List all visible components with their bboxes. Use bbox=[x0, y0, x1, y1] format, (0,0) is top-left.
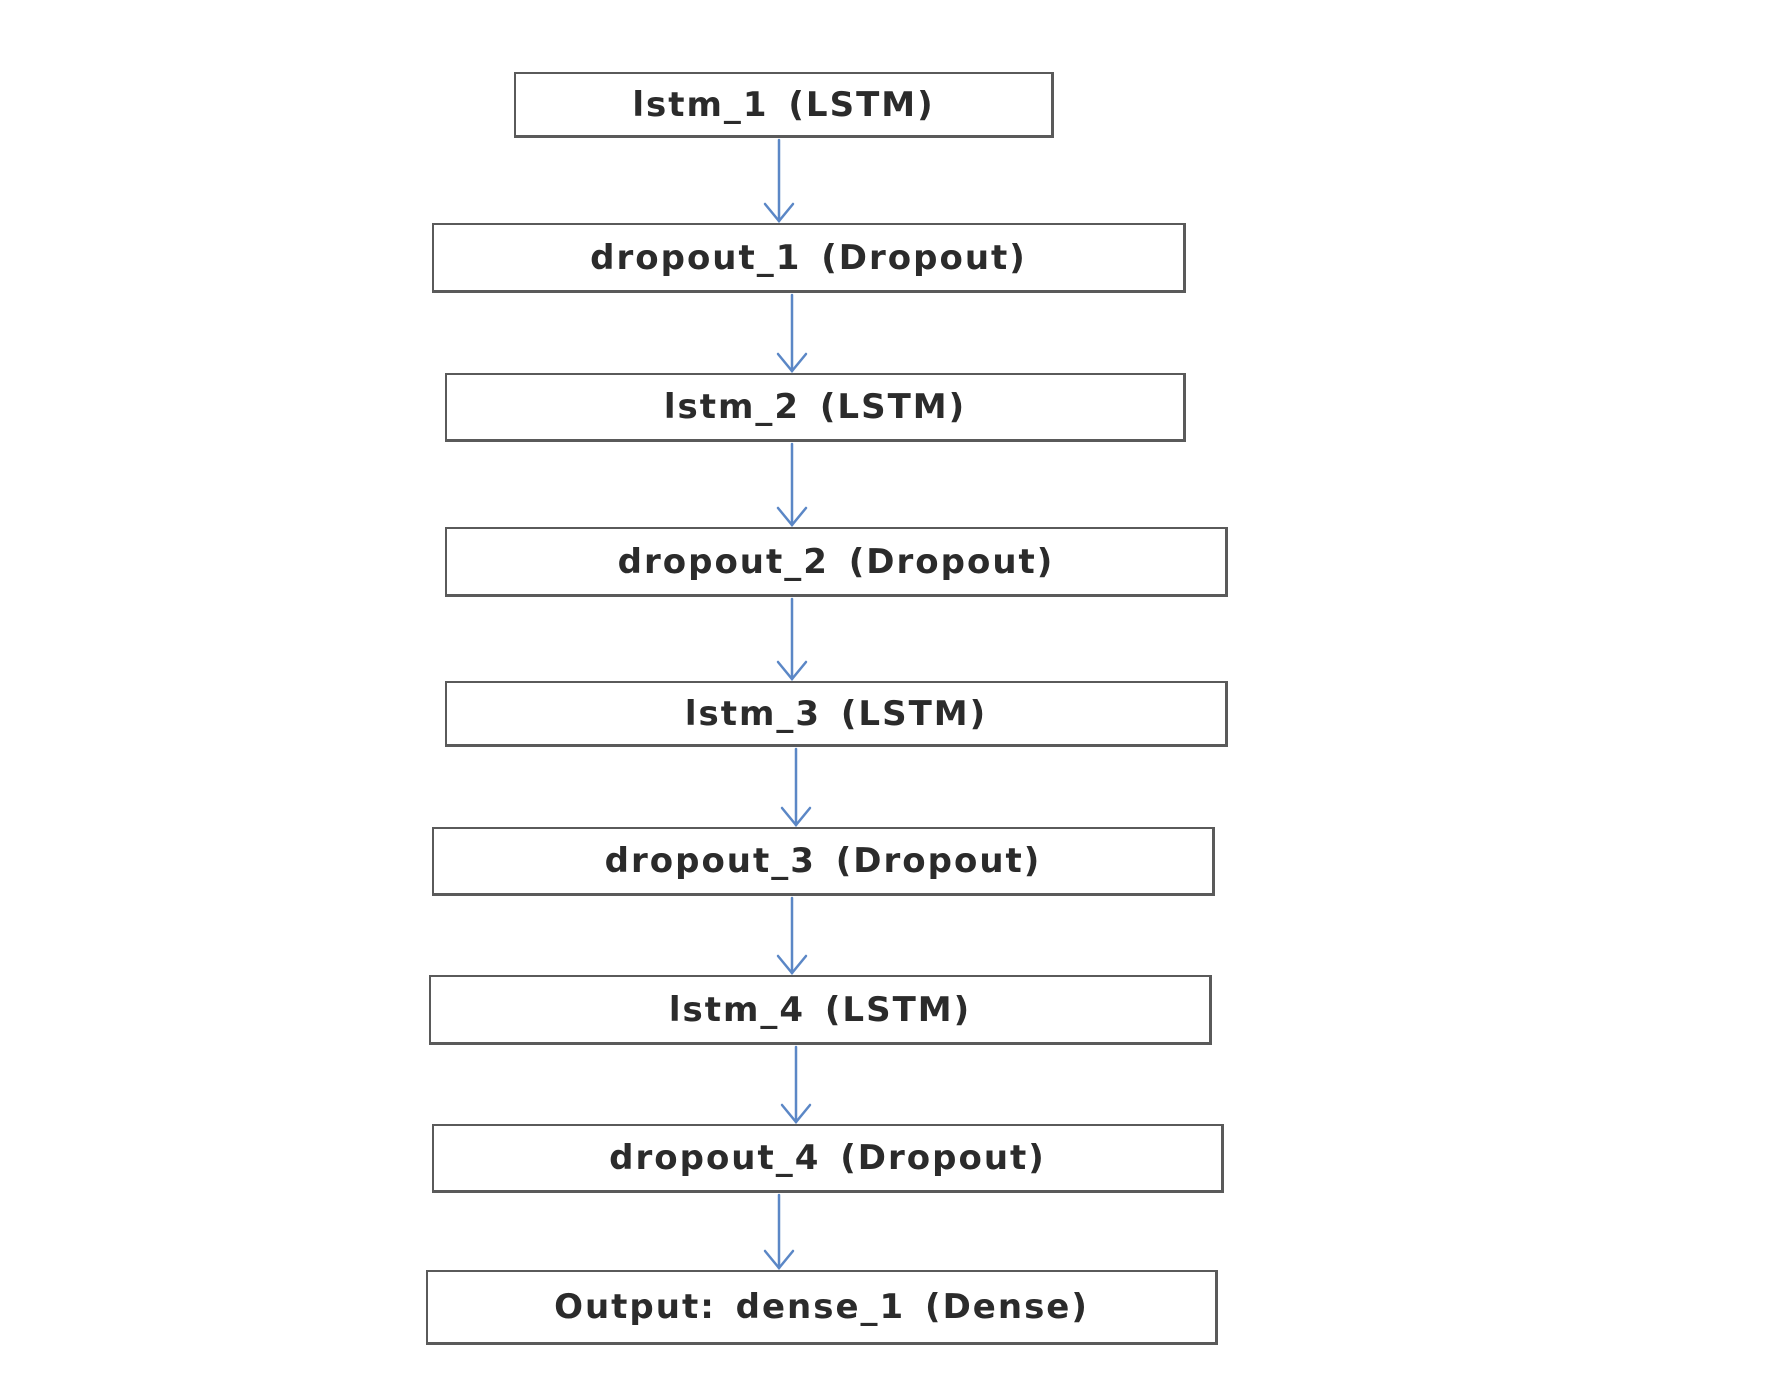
arrow-lstm3-to-dropout3 bbox=[780, 747, 812, 827]
layer-box-dropout-2: dropout_2 (Dropout) bbox=[445, 527, 1228, 597]
layer-label: dropout_4 (Dropout) bbox=[609, 1138, 1046, 1178]
layer-label: lstm_4 (LSTM) bbox=[668, 989, 972, 1030]
layer-box-lstm-4: lstm_4 (LSTM) bbox=[429, 975, 1212, 1045]
arrow-dropout3-to-lstm4 bbox=[776, 896, 808, 975]
layer-label: lstm_2 (LSTM) bbox=[663, 387, 967, 427]
arrow-dropout4-to-output bbox=[763, 1193, 795, 1270]
layer-box-dropout-1: dropout_1 (Dropout) bbox=[432, 223, 1186, 293]
layer-label: dropout_3 (Dropout) bbox=[604, 841, 1042, 881]
layer-box-lstm-2: lstm_2 (LSTM) bbox=[445, 373, 1186, 442]
arrow-dropout2-to-lstm3 bbox=[776, 597, 808, 681]
layer-box-dropout-3: dropout_3 (Dropout) bbox=[432, 827, 1215, 896]
layer-label: dropout_2 (Dropout) bbox=[617, 541, 1055, 582]
layer-label: lstm_1 (LSTM) bbox=[632, 84, 935, 125]
arrow-lstm2-to-dropout2 bbox=[776, 442, 808, 527]
arrow-dropout1-to-lstm2 bbox=[776, 293, 808, 373]
layer-label: Output: dense_1 (Dense) bbox=[554, 1287, 1089, 1327]
layer-label: lstm_3 (LSTM) bbox=[684, 693, 988, 734]
arrow-lstm4-to-dropout4 bbox=[780, 1045, 812, 1124]
arrow-lstm1-to-dropout1 bbox=[763, 138, 795, 223]
layer-label: dropout_1 (Dropout) bbox=[590, 237, 1027, 278]
layer-box-lstm-1: lstm_1 (LSTM) bbox=[514, 72, 1054, 138]
layer-box-output-dense-1: Output: dense_1 (Dense) bbox=[426, 1270, 1218, 1345]
layer-box-lstm-3: lstm_3 (LSTM) bbox=[445, 681, 1228, 747]
layer-box-dropout-4: dropout_4 (Dropout) bbox=[432, 1124, 1224, 1193]
